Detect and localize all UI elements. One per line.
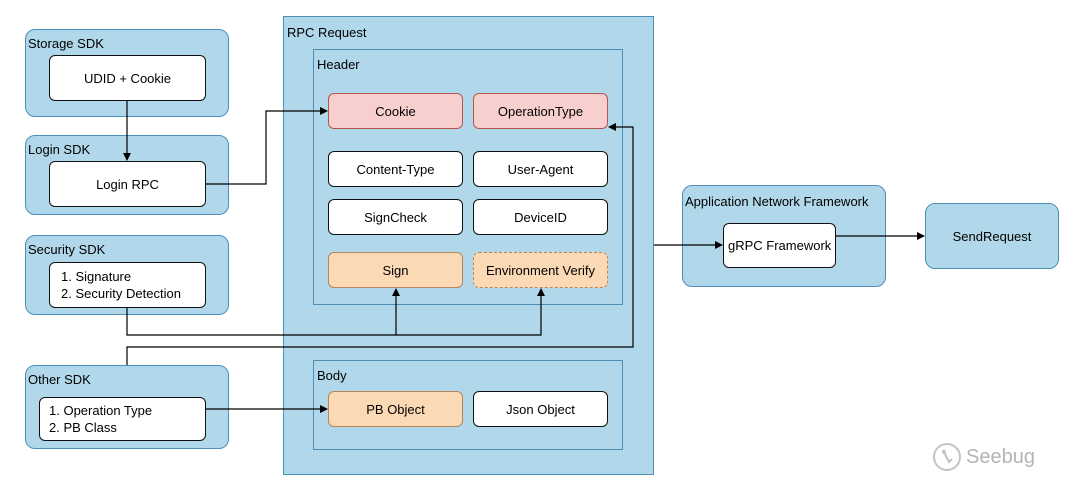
content-type-header-label: Content-Type: [356, 161, 435, 177]
security-to-sign-arrow: [126, 288, 400, 336]
login-sdk-title: Login SDK: [28, 142, 91, 157]
environment-verify-header-node: Environment Verify: [473, 252, 608, 288]
body-title: Body: [317, 368, 347, 383]
login-to-cookie-arrow: [206, 107, 328, 185]
pb-object-body-node: PB Object: [328, 391, 463, 427]
device-id-header-node: DeviceID: [473, 199, 608, 235]
user-agent-header-node: User-Agent: [473, 151, 608, 187]
send-request-label: SendRequest: [952, 228, 1032, 244]
grpc-framework-node: gRPC Framework: [723, 223, 836, 268]
udid-cookie-label: UDID + Cookie: [83, 70, 172, 86]
grpc-framework-label: gRPC Framework: [728, 238, 832, 253]
json-object-body-node: Json Object: [473, 391, 608, 427]
app-network-framework-title: Application Network Framework: [685, 194, 869, 209]
pb-class-item: 2. PB Class: [49, 420, 117, 435]
security-to-environment-arrow: [396, 288, 545, 336]
environment-verify-header-label: Environment Verify: [485, 262, 596, 278]
seebug-watermark: Seebug: [932, 442, 1035, 472]
sign-header-label: Sign: [382, 262, 409, 278]
operation-type-header-label: OperationType: [497, 103, 584, 119]
login-rpc-node: Login RPC: [49, 161, 206, 207]
cookie-header-node: Cookie: [328, 93, 463, 129]
other-sdk-items-node: 1. Operation Type 2. PB Class: [39, 397, 206, 441]
sign-header-node: Sign: [328, 252, 463, 288]
storage-sdk-title: Storage SDK: [28, 36, 104, 51]
sign-check-header-label: SignCheck: [364, 209, 427, 225]
content-type-header-node: Content-Type: [328, 151, 463, 187]
json-object-body-label: Json Object: [506, 401, 575, 417]
security-sdk-title: Security SDK: [28, 242, 106, 257]
send-request-group: SendRequest: [925, 203, 1059, 269]
device-id-header-label: DeviceID: [514, 209, 567, 225]
login-rpc-label: Login RPC: [96, 176, 159, 192]
sign-check-header-node: SignCheck: [328, 199, 463, 235]
security-detection-item: 2. Security Detection: [61, 286, 181, 301]
user-agent-header-label: User-Agent: [507, 161, 574, 177]
operation-type-header-node: OperationType: [473, 93, 608, 129]
udid-cookie-node: UDID + Cookie: [49, 55, 206, 101]
cookie-header-label: Cookie: [375, 103, 416, 119]
security-items-node: 1. Signature 2. Security Detection: [49, 262, 206, 308]
rpc-request-title: RPC Request: [287, 25, 367, 40]
header-title: Header: [317, 57, 360, 72]
pb-object-body-label: PB Object: [366, 401, 425, 417]
seebug-logo-icon: [932, 442, 962, 472]
other-sdk-title: Other SDK: [28, 372, 91, 387]
operation-type-item: 1. Operation Type: [49, 403, 153, 418]
seebug-watermark-text: Seebug: [966, 445, 1035, 468]
signature-item: 1. Signature: [61, 269, 132, 284]
other-to-operation-type-arrow: [126, 123, 634, 365]
